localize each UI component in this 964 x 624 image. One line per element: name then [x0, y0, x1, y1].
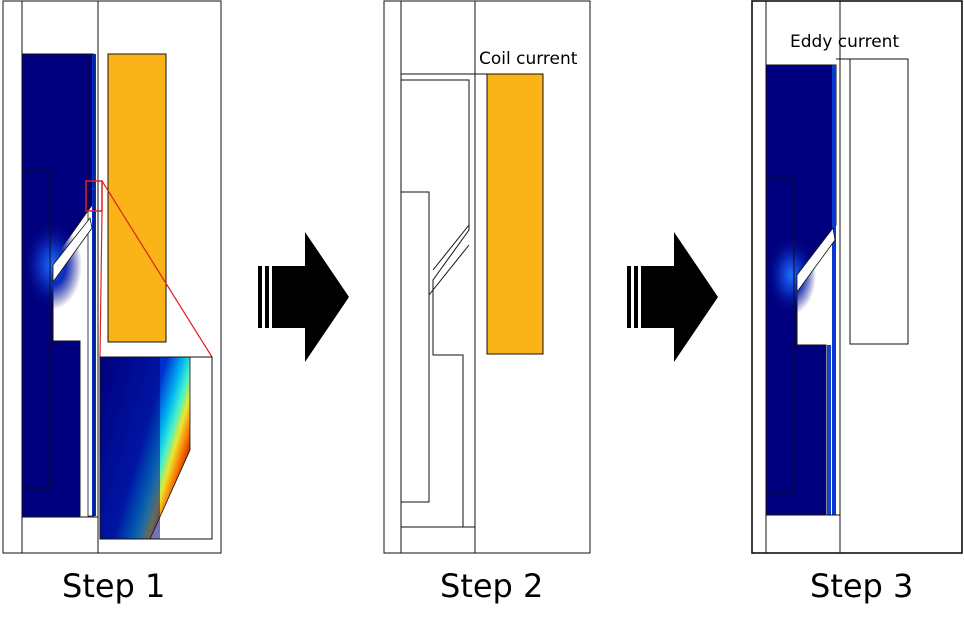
zoom-selection	[85, 180, 103, 212]
zoom-inset	[99, 356, 213, 540]
skin-layer	[832, 65, 836, 515]
step-1-label: Step 1	[62, 567, 166, 605]
eddy-current-label: Eddy current	[790, 32, 900, 52]
coil	[486, 73, 544, 355]
arrow-right-icon	[627, 232, 718, 362]
hot-spot	[22, 220, 82, 310]
zoom-line-bottom	[99, 210, 103, 358]
step-2-panel	[383, 0, 591, 554]
zoom-line-top	[101, 180, 213, 358]
step-1-panel	[2, 0, 222, 554]
arrow-right-icon	[258, 232, 349, 362]
diagonal-slot	[52, 217, 93, 284]
step-3-label: Step 3	[810, 567, 914, 605]
step-2-label: Step 2	[440, 567, 544, 605]
inner-outline	[22, 169, 51, 489]
step-3-panel	[751, 0, 963, 554]
coil	[849, 58, 909, 345]
coil-current-label: Coil current	[479, 49, 578, 69]
coil	[107, 53, 167, 343]
